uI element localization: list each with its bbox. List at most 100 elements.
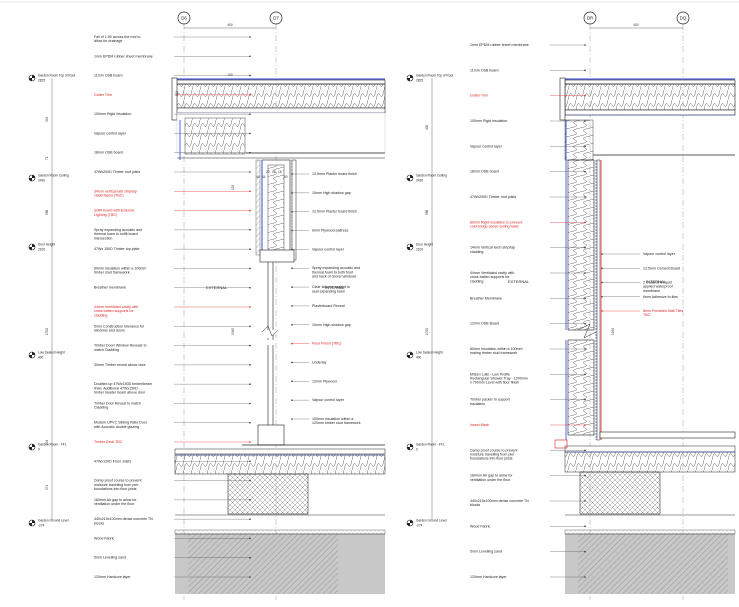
note-line: Gutter Trim [94, 93, 112, 97]
note-line: 12.5mm Plaster board finish [312, 172, 357, 176]
leader-dot [584, 500, 586, 502]
note-line: 1mm EPDM rubber sheet membrane [470, 43, 529, 47]
floor-insulation [564, 451, 736, 473]
leader-dot [249, 479, 251, 482]
annotation-note: 1mm EPDM rubber sheet membrane [470, 43, 586, 47]
note-line: 10mm High shadow gap [312, 191, 351, 195]
note-line: cross batten supports for [470, 275, 510, 279]
leader-dot [601, 267, 603, 270]
note-line: 440x215x100mm dense concrete 7N [94, 517, 153, 521]
note-line: blocks [470, 503, 480, 507]
level-value: 400 [416, 356, 422, 360]
annotation-note: Floor Finish (TBC) [291, 342, 341, 346]
dim-door: 1700 [45, 328, 49, 335]
leader-dot [249, 518, 251, 520]
leader-dot [249, 344, 251, 347]
note-line: timber stud framework [94, 271, 130, 275]
note-line: 100mm Rigid insulation [94, 112, 131, 116]
leader-dot [291, 342, 293, 345]
annotation-note: 1mm EPDM rubber sheet membrane [94, 54, 251, 58]
leader-dot [249, 441, 251, 443]
note-line: thermal foam to soffit board [94, 232, 138, 236]
roof-osb [174, 79, 386, 85]
grid-bubble-a: DR [583, 11, 597, 25]
level-name: Garden Room Ceiling [416, 174, 447, 178]
note-line: 160mm Air gap to allow for [470, 474, 513, 478]
leader-dot [291, 173, 293, 175]
left-detail: D6 D7 400 [28, 11, 386, 600]
leader-dot [584, 120, 586, 122]
leader-dot [291, 361, 293, 364]
note-line: x 700mm Level with floor finish [470, 381, 519, 385]
level-value: 0 [38, 448, 40, 452]
annotation-note: Insect Mesh [470, 423, 586, 427]
note-line: 120mm Hardcore layer [470, 575, 507, 579]
leader-dot [584, 94, 586, 97]
leader-dot [249, 383, 251, 385]
leader-dot [584, 170, 586, 173]
leader-dot [584, 145, 586, 148]
note-line: 10mm High shadow gap [312, 323, 351, 327]
note-line: Breather Membrane [470, 296, 502, 300]
leader-dot [584, 550, 586, 553]
annotation-note: Vapour control layer [94, 131, 251, 135]
annotation-note: Vapour control layer [470, 144, 586, 148]
cement-board [596, 159, 601, 441]
dim-door: 1700 [425, 328, 429, 335]
note-line: cladding [470, 279, 483, 283]
note-line: 6mm Adhesive to tiles [643, 295, 678, 299]
note-line: seal expanding foam [312, 289, 345, 293]
annotation-note: 30mm Timber reveal above door [94, 363, 251, 367]
annotation-note: 11mm OSB board [470, 68, 586, 72]
annotation-note: 10mm High shadow gap [291, 191, 351, 195]
level-value: 2825 [38, 79, 45, 83]
leader-dot [249, 74, 251, 77]
wall-insulation [267, 164, 285, 251]
roof-insulation [564, 83, 736, 111]
note-line: Vapour control layer [470, 144, 503, 148]
leader-dot [249, 171, 251, 173]
annotation-note: 12.5mm Cement Board [601, 266, 680, 270]
door-head [259, 249, 295, 263]
leader-dot [249, 499, 251, 501]
annotation-note: 5mm Levelling sand [470, 550, 586, 554]
break-mask [255, 330, 282, 338]
dim-wall: 566 [425, 209, 429, 215]
annotation-note: 47Wx200D Timber roof joists [94, 170, 251, 174]
note-line: 47Wx200D Timber roof joists [94, 170, 140, 174]
note-line: 440x215x100mm dense concrete 7N [470, 499, 529, 503]
note-line: 100mm Rigid insulation [470, 119, 507, 123]
note-line: 18mm OSB board [94, 151, 123, 155]
plasterboard [291, 159, 297, 261]
annotation-note: 47Wx120D Floor Joists [94, 459, 251, 463]
note-line: 80mm Insulation within a 100mm [470, 347, 523, 351]
note-line: Rectangular Shower Tray - 1200mm [470, 377, 528, 381]
leader-dot [249, 421, 251, 424]
leader-dot [584, 373, 586, 376]
note-line: moisture travelling from pier [470, 453, 515, 457]
note-line: intersection [94, 236, 112, 240]
level-name: Garden Ground Level [38, 519, 69, 523]
level-value: 2825 [416, 79, 423, 83]
annotation-note: 10mm High shadow gap [291, 323, 351, 327]
leader-dot [291, 418, 293, 420]
dim-u2: 12 [272, 170, 276, 174]
leader-dot [584, 322, 586, 325]
note-line: 120mm Hardcore layer [94, 575, 131, 579]
leader-dot [584, 576, 586, 578]
note-line: 18mm OSB board [470, 170, 499, 174]
note-line: Plasterboard Reveal [312, 304, 345, 308]
leader-dot [249, 151, 251, 154]
annotation-note: Gutter Trim [470, 94, 586, 98]
note-line: 2 Coats of a liquid [643, 281, 672, 285]
note-line: 100mm insulation within a [312, 417, 353, 421]
